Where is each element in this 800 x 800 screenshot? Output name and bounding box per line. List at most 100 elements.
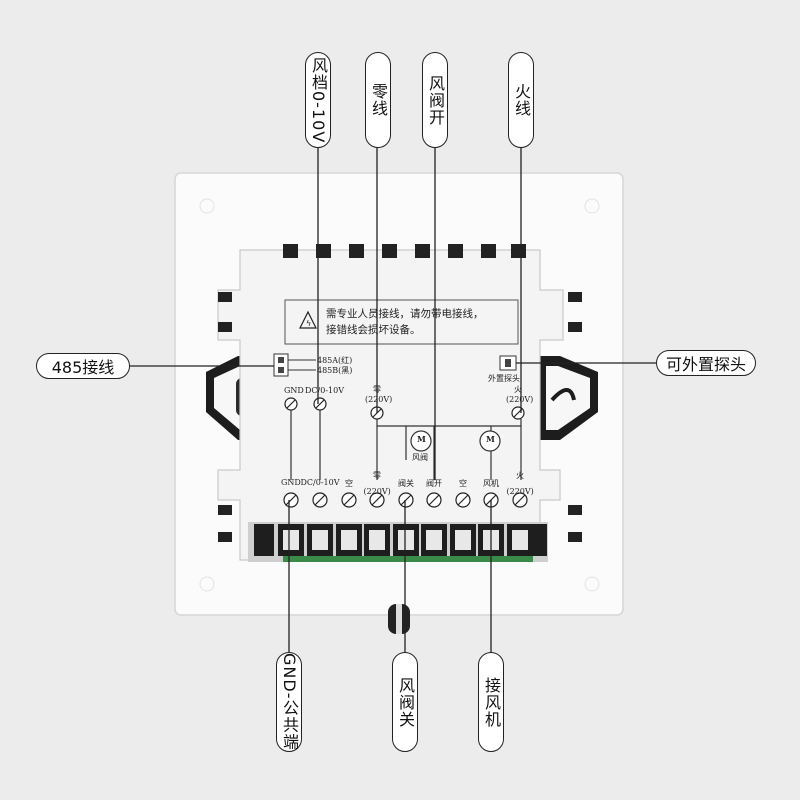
label-top-live: 火 (514, 385, 522, 394)
callout-ext-probe: 可外置探头 (656, 350, 756, 376)
vent-slot (448, 244, 463, 258)
callout-fan-motor: 接风机 (478, 652, 504, 752)
faceplate-screw-hole (584, 576, 600, 592)
mount-arm-right-inner (546, 366, 590, 430)
terminal-label: DC/0-10V (300, 478, 340, 487)
label-485a: 485A(红) (317, 356, 353, 365)
side-vent-slot (218, 292, 232, 302)
callout-fan-speed-text: 风档0-10V (309, 56, 328, 144)
rs485-connector (273, 353, 289, 377)
callout-fan-motor-text: 接风机 (482, 676, 501, 728)
callout-valve-open-text: 风阀开 (426, 74, 445, 126)
side-vent-slot (218, 532, 232, 542)
side-vents (218, 292, 582, 542)
side-vent-slot (218, 505, 232, 515)
faceplate-screw-hole (199, 198, 215, 214)
callout-neutral: 零线 (365, 52, 391, 148)
callout-ext-probe-text: 可外置探头 (665, 355, 746, 374)
label-valve: 风阀 (412, 453, 428, 462)
terminal-screw-slot (514, 494, 526, 506)
callout-fan-speed: 风档0-10V (305, 52, 331, 148)
callout-rs485-text: 485接线 (51, 358, 115, 377)
terminal-cell-face (398, 530, 414, 550)
terminal-cell-face (369, 530, 385, 550)
callout-gnd-common: GND-公共端 (276, 652, 302, 752)
terminal-cell-face (455, 530, 471, 550)
back-module (217, 249, 564, 561)
terminal-screw-slot (400, 494, 412, 506)
terminal-cell (254, 524, 274, 556)
terminal-screw-slot (457, 494, 469, 506)
label-485b: 485B(黑) (317, 366, 353, 375)
label-top-dc: DC/0-10V (305, 386, 344, 395)
terminal-screw-slot (314, 494, 326, 506)
callout-valve-close: 风阀关 (392, 652, 418, 752)
label-motor-fan: M (486, 434, 495, 444)
faceplate-screw-hole (199, 576, 215, 592)
terminal-cell-face (312, 530, 328, 550)
faceplate-screw-hole (584, 198, 600, 214)
terminal-label: 空 (459, 479, 467, 488)
leader-lines (130, 148, 656, 652)
terminal-sublabel: (220V) (506, 487, 534, 496)
callout-live: 火线 (508, 52, 534, 148)
top-vents (283, 244, 526, 258)
vent-slot (415, 244, 430, 258)
mount-hook-right (550, 388, 576, 402)
vent-slot (511, 244, 526, 258)
terminal-screw-slot (343, 494, 355, 506)
terminal-screw-slot (428, 494, 440, 506)
label-top-neutral: 零 (373, 385, 381, 394)
svg-text:ϟ: ϟ (306, 319, 311, 328)
screw-slot (286, 399, 296, 409)
side-vent-slot (568, 322, 582, 332)
vent-slot (382, 244, 397, 258)
terminal-cell (533, 524, 547, 556)
side-vent-slot (218, 322, 232, 332)
terminal-label: 风机 (483, 479, 499, 488)
warning-triangle-icon (299, 310, 317, 329)
terminal-label: 阀开 (426, 479, 442, 488)
vent-slot (316, 244, 331, 258)
screw-slot (315, 399, 325, 409)
terminal-label: 空 (345, 479, 353, 488)
label-top-live-v: (220V) (506, 395, 534, 404)
terminal-screw-slot (371, 494, 383, 506)
warning-line-2: 接错线会损坏设备。 (326, 324, 421, 336)
terminal-sublabel: (220V) (363, 487, 391, 496)
callout-neutral-text: 零线 (369, 83, 388, 117)
side-vent-slot (568, 505, 582, 515)
warning-box (284, 299, 519, 345)
callout-rs485: 485接线 (36, 353, 130, 379)
terminal-cell-face (341, 530, 357, 550)
internal-circuit (290, 410, 522, 480)
terminal-cell-face (512, 530, 528, 550)
terminal-label: 阀关 (398, 479, 414, 488)
terminal-cell-face (283, 530, 299, 550)
terminal-label: GND (281, 478, 301, 487)
side-vent-slot (568, 292, 582, 302)
label-top-gnd: GND (284, 386, 304, 395)
terminal-label: 火 (516, 471, 524, 480)
vent-slot (481, 244, 496, 258)
fan-motor-symbol (479, 430, 501, 452)
terminal-block-strip (283, 556, 533, 562)
callout-live-text: 火线 (512, 83, 531, 117)
callout-valve-open: 风阀开 (422, 52, 448, 148)
callout-gnd-common-text: GND-公共端 (280, 653, 299, 751)
callout-valve-close-text: 风阀关 (396, 676, 415, 728)
vent-slot (283, 244, 298, 258)
terminal-screw-slot (285, 494, 297, 506)
wire-bus (376, 419, 522, 427)
side-vent-slot (568, 532, 582, 542)
vent-slot (349, 244, 364, 258)
valve-motor-symbol (410, 430, 432, 452)
terminal-label: 零 (373, 471, 381, 480)
warning-line-1: 需专业人员接线，请勿带电接线， (326, 308, 484, 320)
label-top-neutral-v: (220V) (365, 395, 393, 404)
terminal-cell-face (426, 530, 442, 550)
label-motor-valve: M (417, 434, 426, 444)
label-ext-probe-small: 外置探头 (488, 374, 520, 383)
